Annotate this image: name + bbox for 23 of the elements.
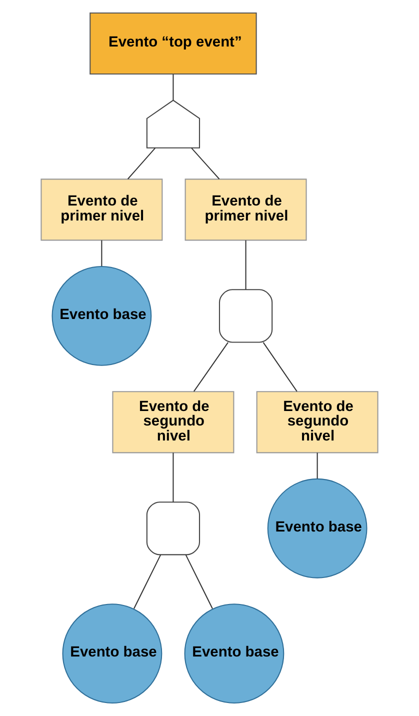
connector	[245, 240, 246, 290]
connector	[127, 148, 156, 180]
connector	[193, 342, 228, 392]
connector	[262, 342, 298, 392]
connector	[134, 554, 162, 609]
connector	[172, 452, 174, 502]
node-gate	[146, 502, 200, 556]
node-gate	[146, 100, 200, 148]
node-box: Evento de primer nivel	[184, 178, 307, 241]
connector	[191, 148, 220, 180]
node-box: Evento de segundo nivel	[256, 391, 378, 454]
connector	[101, 240, 102, 266]
node-box: Evento “top event”	[90, 12, 257, 75]
node-box: Evento de segundo nivel	[112, 391, 234, 454]
node-circle: Evento base	[267, 478, 368, 578]
node-circle: Evento base	[52, 266, 152, 366]
connector	[185, 554, 213, 609]
connector	[172, 74, 174, 100]
node-box: Evento de primer nivel	[40, 178, 163, 241]
node-gate	[218, 289, 273, 343]
node-circle: Evento base	[62, 604, 162, 704]
node-circle: Evento base	[184, 604, 284, 704]
connector	[316, 452, 318, 479]
